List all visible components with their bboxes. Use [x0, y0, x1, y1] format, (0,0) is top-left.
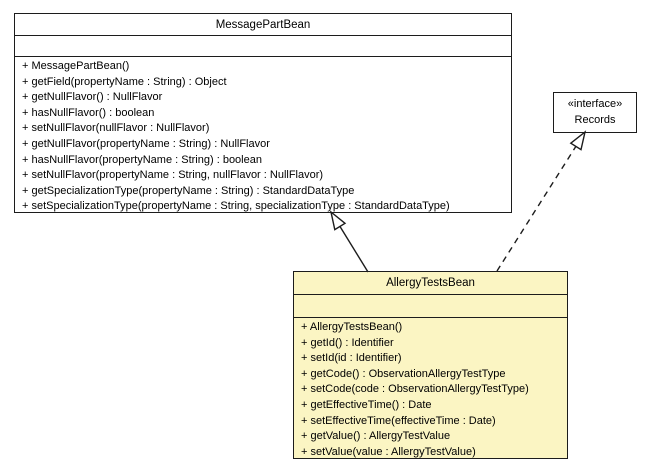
method-item: + getCode() : ObservationAllergyTestType	[301, 367, 506, 380]
method-item: + MessagePartBean()	[22, 60, 130, 72]
stereotype-label: «interface»	[567, 98, 623, 110]
hollow-triangle-arrowhead	[569, 130, 587, 151]
method-item: + getField(propertyName : String) : Obje…	[22, 75, 227, 88]
attributes-compartment	[15, 36, 511, 57]
methods-compartment: + AllergyTestsBean() + getId() : Identif…	[294, 318, 567, 458]
hollow-triangle-arrowhead	[329, 210, 347, 231]
method-item: + setCode(code : ObservationAllergyTestT…	[301, 383, 529, 396]
method-item: + AllergyTestsBean()	[301, 321, 403, 333]
class-name: Records	[574, 114, 616, 126]
class-name: AllergyTestsBean	[294, 272, 567, 295]
class-box-records[interactable]: «interface» Records	[553, 92, 637, 133]
attributes-compartment	[294, 295, 567, 318]
method-item: + getValue() : AllergyTestValue	[301, 430, 451, 443]
method-item: + hasNullFlavor(propertyName : String) :…	[22, 153, 262, 166]
method-item: + getNullFlavor(propertyName : String) :…	[22, 137, 270, 150]
method-item: + setNullFlavor(nullFlavor : NullFlavor)	[22, 122, 210, 135]
method-item: + getNullFlavor() : NullFlavor	[22, 91, 163, 104]
methods-compartment: + MessagePartBean() + getField(propertyN…	[15, 57, 511, 212]
class-box-messagepartbean[interactable]: MessagePartBean + MessagePartBean() + ge…	[14, 13, 512, 213]
method-item: + getSpecializationType(propertyName : S…	[22, 184, 355, 197]
class-name: MessagePartBean	[15, 14, 511, 36]
method-item: + getEffectiveTime() : Date	[301, 398, 432, 411]
method-item: + setSpecializationType(propertyName : S…	[22, 200, 450, 212]
generalization-arrow	[329, 210, 369, 273]
method-item: + getId() : Identifier	[301, 336, 394, 349]
method-item: + setNullFlavor(propertyName : String, n…	[22, 169, 324, 182]
method-item: + setEffectiveTime(effectiveTime : Date)	[301, 414, 496, 427]
method-item: + setId(id : Identifier)	[301, 352, 402, 365]
method-item: + hasNullFlavor() : boolean	[22, 106, 155, 119]
method-item: + setValue(value : AllergyTestValue)	[301, 445, 476, 458]
class-box-allergytestsbean[interactable]: AllergyTestsBean + AllergyTestsBean() + …	[293, 271, 568, 459]
